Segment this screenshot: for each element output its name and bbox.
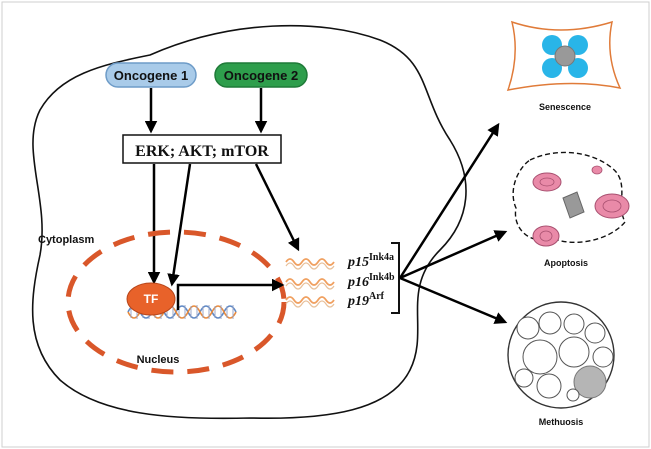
kinases-label: ERK; AKT; mTOR: [135, 143, 269, 160]
arrow-to-methuosis: [399, 276, 508, 324]
gene-p15-label: p15Ink4a: [347, 252, 394, 270]
oncogene-1-label: Oncogene 1: [114, 68, 188, 83]
tf-node: TF: [126, 282, 176, 316]
oncogene-2-node: Oncogene 2: [214, 62, 308, 88]
gene-wave-p16: [285, 278, 335, 286]
nucleus-label: Nucleus: [137, 354, 180, 366]
methuosis-label: Methuosis: [539, 417, 584, 427]
kinases-node: ERK; AKT; mTOR: [122, 134, 282, 164]
arrow-tf-to-genes: [176, 278, 285, 310]
senescence-label: Senescence: [539, 102, 591, 112]
cell-membrane: [31, 24, 467, 420]
gene-bracket: [391, 242, 400, 314]
oncogene-1-node: Oncogene 1: [105, 62, 197, 88]
oncogene-2-label: Oncogene 2: [224, 68, 298, 83]
dna-helix: [127, 305, 237, 319]
gene-wave-p15: [285, 258, 335, 266]
gene-p16-label: p16Ink4b: [347, 272, 395, 290]
tf-label: TF: [144, 292, 159, 306]
methuosis-cell: [507, 301, 615, 409]
arrow-to-senescence: [398, 122, 500, 279]
arrow-kinases-to-genes: [254, 163, 300, 252]
cytoplasm-label: Cytoplasm: [38, 234, 94, 246]
apoptosis-cell: [512, 151, 630, 247]
gene-transcripts: [285, 258, 335, 308]
arrow-to-apoptosis: [399, 230, 508, 280]
arrow-kinases-to-tf-b: [167, 163, 192, 287]
gene-labels: p15Ink4a p16Ink4b p19Arf: [347, 252, 395, 309]
senescence-cell: [506, 20, 622, 91]
gene-wave-p19: [285, 296, 335, 304]
apoptosis-label: Apoptosis: [544, 258, 588, 268]
nucleus-envelope: [65, 229, 287, 375]
gene-p19-label: p19Arf: [347, 291, 385, 309]
